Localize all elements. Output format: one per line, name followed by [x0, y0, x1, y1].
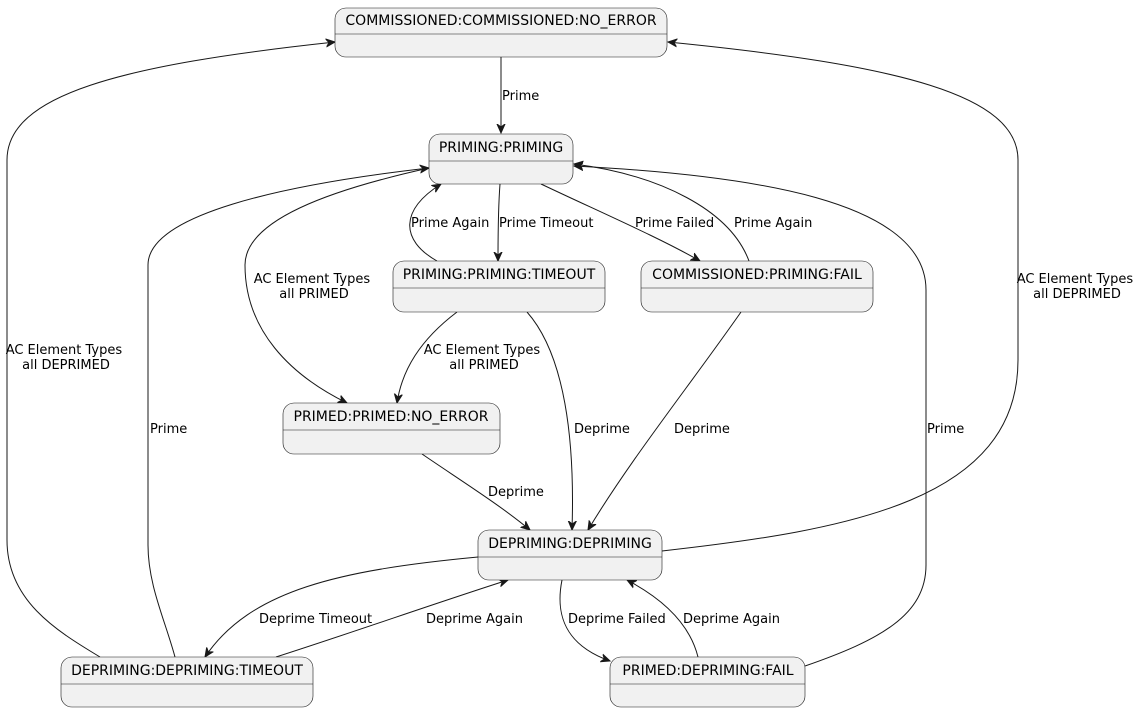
state-title: DEPRIMING:DEPRIMING — [488, 536, 652, 552]
edge-label-all-primed-from-priming: AC Element Types all PRIMED — [254, 272, 375, 302]
edge-label-prime-from-depriming-fail: Prime — [927, 422, 964, 437]
edge-prime-again-from-fail — [574, 164, 750, 262]
state-depriming-timeout[interactable]: DEPRIMING:DEPRIMING:TIMEOUT — [60, 656, 314, 708]
state-primed-no-error[interactable]: PRIMED:PRIMED:NO_ERROR — [282, 402, 501, 455]
state-title: PRIMING:PRIMING — [439, 140, 563, 156]
edge-label-prime-again-from-timeout: Prime Again — [411, 216, 489, 231]
edge-all-primed-from-priming — [244, 167, 430, 403]
edge-label-deprime-timeout: Deprime Timeout — [259, 612, 372, 627]
edge-label-prime-from-depriming-timeout: Prime — [150, 422, 187, 437]
edge-label-prime-again-from-fail: Prime Again — [734, 216, 812, 231]
state-title: PRIMED:PRIMED:NO_ERROR — [294, 409, 489, 425]
edge-label-deprime-from-primed: Deprime — [488, 485, 544, 500]
edge-label-deprime-from-priming-fail: Deprime — [674, 422, 730, 437]
edge-label-deprime-again-from-timeout: Deprime Again — [426, 612, 523, 627]
edge-deprime-again-from-timeout — [275, 580, 508, 658]
state-title: PRIMED:DEPRIMING:FAIL — [622, 663, 793, 679]
edge-all-deprimed-from-depriming-timeout — [6, 42, 335, 658]
state-priming-timeout[interactable]: PRIMING:PRIMING:TIMEOUT — [392, 260, 606, 313]
edge-label-deprime-failed: Deprime Failed — [568, 612, 666, 627]
edge-deprime-again-from-fail — [627, 580, 699, 658]
edge-label-deprime-from-priming-timeout: Deprime — [574, 422, 630, 437]
edge-deprime-from-priming-timeout — [526, 311, 572, 530]
edge-prime-from-depriming-fail — [574, 166, 927, 667]
edge-label-prime-timeout: Prime Timeout — [499, 216, 593, 231]
state-commissioned-no-error[interactable]: COMMISSIONED:COMMISSIONED:NO_ERROR — [334, 7, 668, 58]
state-title: DEPRIMING:DEPRIMING:TIMEOUT — [71, 663, 303, 679]
state-commissioned-priming-fail[interactable]: COMMISSIONED:PRIMING:FAIL — [640, 260, 874, 313]
state-depriming[interactable]: DEPRIMING:DEPRIMING — [477, 529, 663, 581]
edge-label-prime-from-commissioned: Prime — [502, 89, 539, 104]
state-title: COMMISSIONED:PRIMING:FAIL — [652, 267, 862, 283]
edge-label-all-deprimed-from-depriming-timeout: AC Element Types all DEPRIMED — [6, 343, 127, 373]
edge-deprime-from-priming-fail — [588, 311, 742, 530]
edge-label-prime-failed: Prime Failed — [635, 216, 714, 231]
edge-prime-from-depriming-timeout — [147, 168, 429, 658]
edge-prime-failed — [540, 183, 700, 261]
edge-all-primed-from-timeout — [397, 311, 458, 403]
edge-prime-timeout — [498, 183, 500, 261]
state-primed-depriming-fail[interactable]: PRIMED:DEPRIMING:FAIL — [609, 656, 806, 708]
edge-deprime-from-primed — [421, 453, 530, 530]
edge-prime-again-from-timeout — [409, 184, 441, 262]
edge-all-deprimed-from-depriming — [661, 42, 1019, 552]
edge-label-deprime-again-from-fail: Deprime Again — [683, 612, 780, 627]
edge-deprime-failed — [559, 579, 610, 661]
edge-label-all-primed-from-timeout: AC Element Types all PRIMED — [424, 343, 545, 373]
state-title: PRIMING:PRIMING:TIMEOUT — [403, 267, 596, 283]
transitions: Prime Prime Again Prime Timeout Prime Fa… — [6, 42, 1138, 667]
edge-deprime-timeout — [205, 556, 479, 657]
state-priming[interactable]: PRIMING:PRIMING — [428, 133, 574, 185]
edge-label-all-deprimed-from-depriming: AC Element Types all DEPRIMED — [1017, 272, 1138, 302]
state-title: COMMISSIONED:COMMISSIONED:NO_ERROR — [345, 13, 656, 29]
